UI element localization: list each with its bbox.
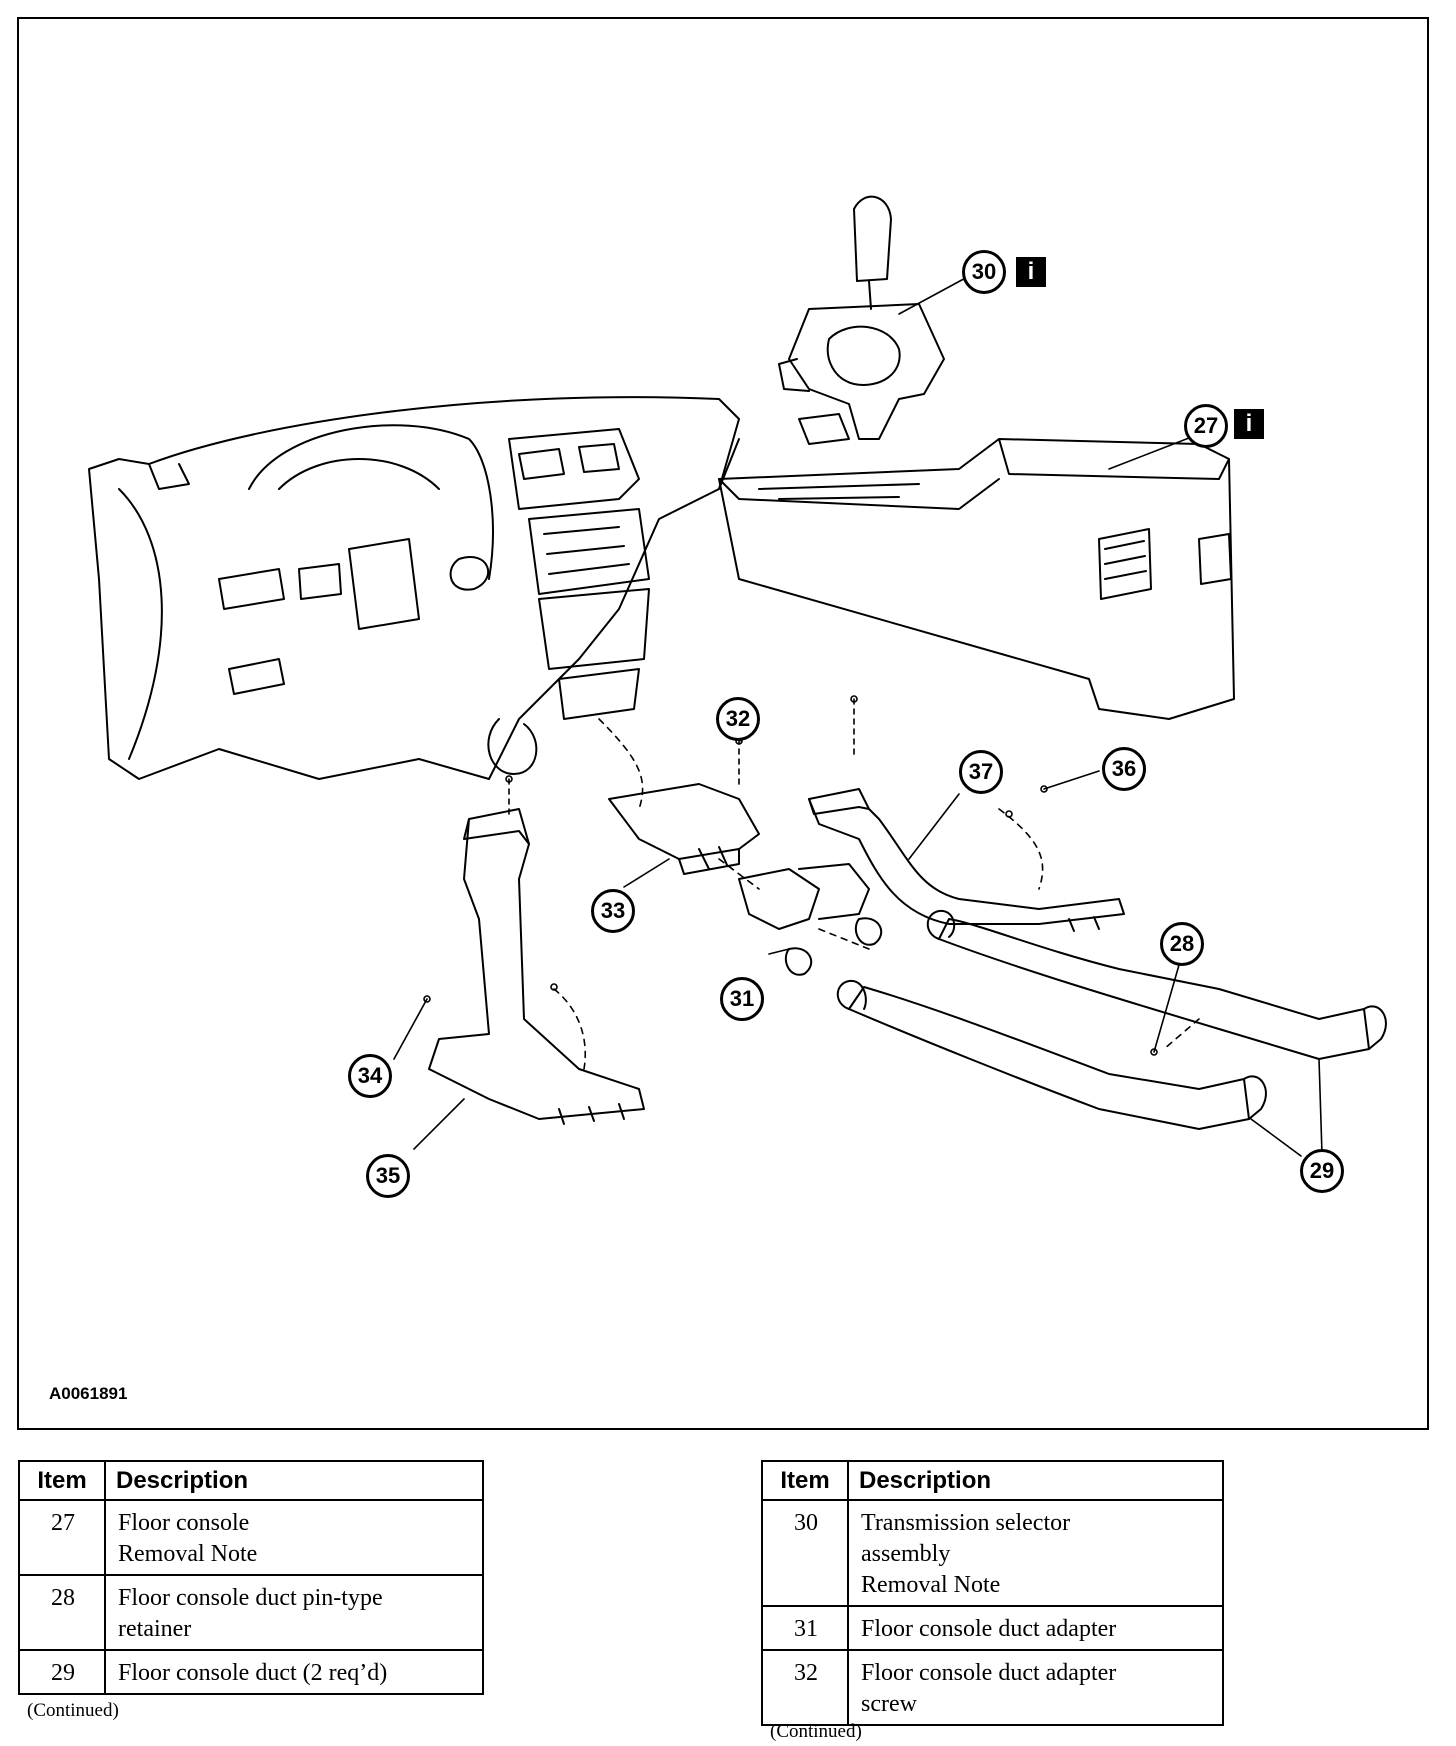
exploded-view-figure: A0061891 27 i 28 29 30 i 31 32 33 34 35 … <box>17 17 1429 1430</box>
callout-35: 35 <box>366 1154 410 1198</box>
duct-33-drawing <box>608 783 760 875</box>
table-row: 28 Floor console duct pin-type retainer <box>18 1574 484 1651</box>
callout-34: 34 <box>348 1054 392 1098</box>
table-row: 31 Floor console duct adapter <box>761 1605 1224 1651</box>
continued-note-right: (Continued) <box>770 1721 862 1742</box>
removal-note-link[interactable]: Removal Note <box>118 1541 258 1567</box>
table-row: 27 Floor console Removal Note <box>18 1499 484 1576</box>
callout-31: 31 <box>720 977 764 1021</box>
callout-33: 33 <box>591 889 635 933</box>
table-row: 30 Transmission selector assembly Remova… <box>761 1499 1224 1607</box>
table-row: 32 Floor console duct adapter screw <box>761 1649 1224 1726</box>
item-description: Floor console duct (2 req’d) <box>104 1649 484 1695</box>
item-description: Floor console duct pin-type retainer <box>104 1574 484 1651</box>
description-column-header: Description <box>104 1460 484 1501</box>
floor-console-drawing <box>718 438 1235 720</box>
info-icon-27[interactable]: i <box>1234 409 1264 439</box>
callout-28: 28 <box>1160 922 1204 966</box>
parts-table-right: Item Description 30 Transmission selecto… <box>761 1460 1224 1726</box>
callout-32: 32 <box>716 697 760 741</box>
item-number: 31 <box>761 1605 849 1651</box>
duct-29-drawing <box>836 909 1387 1130</box>
table-row: 29 Floor console duct (2 req’d) <box>18 1649 484 1695</box>
callout-29: 29 <box>1300 1149 1344 1193</box>
instrument-panel-drawing <box>88 396 850 780</box>
console-ducts-illustration <box>88 195 1387 1157</box>
item-number: 30 <box>761 1499 849 1607</box>
item-number: 27 <box>18 1499 106 1576</box>
parts-table-left: Item Description 27 Floor console Remova… <box>18 1460 484 1695</box>
item-number: 29 <box>18 1649 106 1695</box>
description-column-header: Description <box>847 1460 1224 1501</box>
removal-note-link[interactable]: Removal Note <box>861 1572 1001 1598</box>
duct-37-drawing <box>808 788 1125 932</box>
duct-adapter-31-drawing <box>738 863 883 976</box>
callout-36: 36 <box>1102 747 1146 791</box>
item-column-header: Item <box>18 1460 106 1501</box>
callout-37: 37 <box>959 750 1003 794</box>
figure-id: A0061891 <box>49 1384 128 1403</box>
item-column-header: Item <box>761 1460 849 1501</box>
item-number: 32 <box>761 1649 849 1726</box>
item-description: Floor console duct adapter <box>847 1605 1224 1651</box>
item-number: 28 <box>18 1574 106 1651</box>
callout-30: 30 <box>962 250 1006 294</box>
item-description: Floor console Removal Note <box>104 1499 484 1576</box>
duct-35-drawing <box>428 808 645 1125</box>
continued-note-left: (Continued) <box>27 1700 119 1721</box>
item-description: Transmission selector assembly Removal N… <box>847 1499 1224 1607</box>
transmission-selector-drawing <box>778 195 945 440</box>
callout-27: 27 <box>1184 404 1228 448</box>
item-description: Floor console duct adapter screw <box>847 1649 1224 1726</box>
info-icon-30[interactable]: i <box>1016 257 1046 287</box>
